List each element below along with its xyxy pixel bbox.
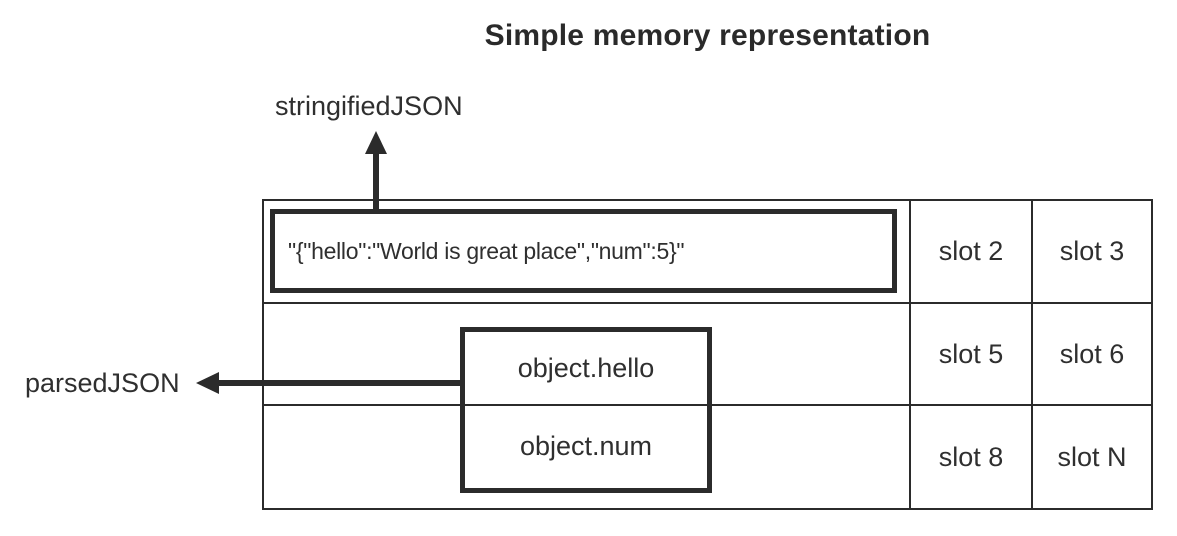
slot-cell-r1c2: slot 3 — [1059, 236, 1125, 266]
slot-cell-r1c1: slot 2 — [938, 236, 1004, 266]
object-hello-text: object.hello — [517, 353, 655, 383]
slot-cell-r3c2: slot N — [1057, 441, 1127, 472]
parsed-arrow-line — [216, 380, 460, 386]
stringified-arrow-line — [373, 150, 379, 212]
table-column-divider-1 — [909, 199, 911, 510]
slot-cell-r2c1: slot 5 — [938, 338, 1004, 369]
object-num-text: object.num — [519, 431, 653, 461]
parsed-object-box: object.hello object.num — [460, 327, 712, 493]
table-column-divider-2 — [1031, 199, 1033, 510]
stringified-value-text: "{"hello":"World is great place","num":5… — [288, 237, 685, 264]
slot-cell-r3c1: slot 8 — [938, 441, 1004, 472]
stringified-value-box: "{"hello":"World is great place","num":5… — [270, 209, 897, 293]
diagram-title: Simple memory representation — [484, 19, 931, 52]
slot-cell-r2c2: slot 6 — [1059, 338, 1125, 369]
parsed-arrow-left-icon — [196, 372, 219, 394]
stringified-arrow-up-icon — [365, 131, 387, 154]
table-row-divider-1 — [262, 302, 1153, 304]
stringified-json-label: stringifiedJSON — [275, 91, 463, 121]
memory-table-frame — [262, 199, 1153, 510]
parsed-json-label: parsedJSON — [25, 368, 180, 398]
